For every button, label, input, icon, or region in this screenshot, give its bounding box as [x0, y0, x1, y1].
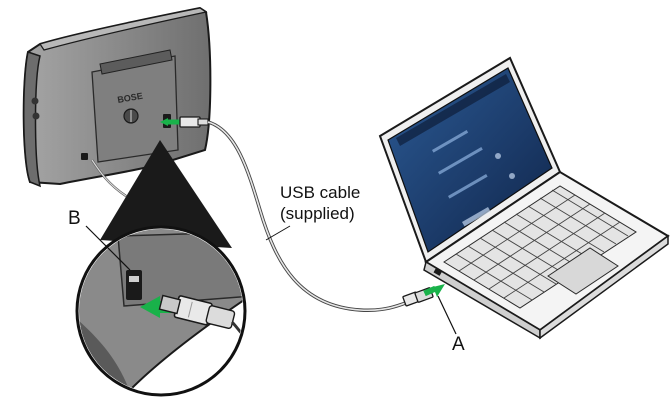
laptop-keys	[455, 189, 629, 301]
speaker-dock: BOSE	[22, 6, 212, 188]
label-usb-cable-note: (supplied)	[280, 204, 355, 223]
speaker-button-icon	[31, 97, 39, 105]
leader-line-cable	[265, 225, 291, 241]
insert-arrow-icon	[433, 284, 445, 297]
zoom-spotlight	[100, 140, 232, 248]
leader-line-a	[437, 295, 457, 335]
inset-usb-port	[126, 270, 142, 300]
speaker-top-edge	[39, 7, 208, 51]
usb-plug	[158, 294, 236, 330]
zoom-inset-icon	[75, 225, 247, 397]
usb-cable-icon	[179, 116, 445, 312]
speaker-side	[23, 51, 42, 188]
leader-line-b	[85, 225, 131, 271]
label-port-a: A	[452, 334, 465, 355]
insert-arrow-icon	[140, 296, 160, 318]
speaker-button-icon	[32, 112, 40, 120]
speaker-logo: BOSE	[117, 91, 144, 105]
speaker-aux-port	[81, 153, 88, 160]
insert-arrow-icon	[166, 119, 182, 125]
laptop-usb-port	[433, 268, 443, 276]
speaker-cradle	[99, 49, 173, 75]
laptop-screen-content	[396, 74, 515, 227]
laptop-screen	[387, 67, 553, 253]
laptop-keyboard	[443, 185, 637, 309]
laptop	[378, 56, 670, 340]
laptop-trackpad	[547, 247, 619, 295]
label-usb-cable: USB cable	[280, 183, 360, 202]
insert-arrow-icon	[423, 285, 437, 297]
label-port-b: B	[68, 208, 81, 229]
